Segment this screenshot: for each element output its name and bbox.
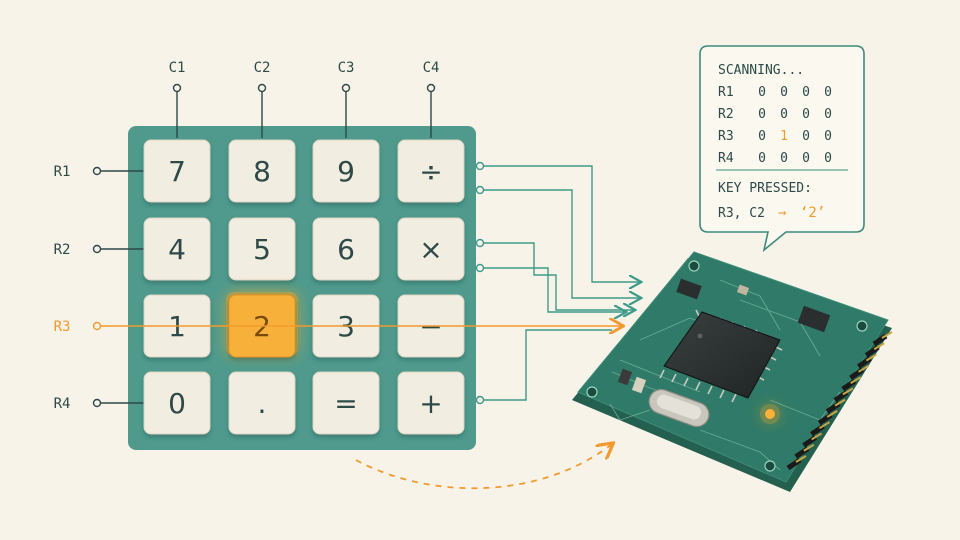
column-label: C2 xyxy=(254,60,271,76)
matrix-cell: 0 xyxy=(802,129,810,144)
header-pins xyxy=(786,331,893,471)
key-2-1[interactable]: 4 xyxy=(143,217,211,281)
key-4-2[interactable]: . xyxy=(228,371,296,435)
matrix-cell: 0 xyxy=(780,85,788,100)
result-value: ‘2’ xyxy=(800,205,825,221)
key-label: ÷ xyxy=(419,155,442,188)
matrix-row-label: R2 xyxy=(718,107,734,122)
matrix-cell: 0 xyxy=(780,107,788,122)
row-label: R3 xyxy=(54,319,71,335)
matrix-cell: 0 xyxy=(758,85,766,100)
key-label: × xyxy=(419,233,442,266)
signal-arc xyxy=(355,444,612,490)
matrix-cell: 0 xyxy=(824,129,832,144)
result-prefix: R3, C2 xyxy=(718,206,765,221)
result-arrow: → xyxy=(778,205,786,221)
scan-title: SCANNING... xyxy=(718,63,804,78)
wire-c3 xyxy=(480,242,634,310)
key-3-2[interactable]: 2 xyxy=(226,292,298,358)
keypad-body xyxy=(128,126,476,450)
key-4-3[interactable]: = xyxy=(312,371,380,435)
microcontroller-board xyxy=(572,251,893,492)
key-label: 4 xyxy=(168,233,186,266)
key-1-1[interactable]: 7 xyxy=(143,139,211,203)
crystal-oscillator xyxy=(648,388,710,428)
row-label: R4 xyxy=(54,396,71,412)
key-4-1[interactable]: 0 xyxy=(143,371,211,435)
wire-c1 xyxy=(480,165,640,282)
key-2-3[interactable]: 6 xyxy=(312,217,380,281)
matrix-cell: 0 xyxy=(824,85,832,100)
key-1-3[interactable]: 9 xyxy=(312,139,380,203)
key-label: . xyxy=(258,387,267,420)
matrix-cell: 0 xyxy=(758,107,766,122)
column-label: C3 xyxy=(338,60,355,76)
key-2-2[interactable]: 5 xyxy=(228,217,296,281)
matrix-cell: 0 xyxy=(802,151,810,166)
matrix-cell: 1 xyxy=(780,129,788,144)
matrix-cell: 0 xyxy=(802,85,810,100)
matrix-cell: 0 xyxy=(780,151,788,166)
matrix-row-label: R1 xyxy=(718,85,734,100)
wire-node xyxy=(475,161,485,171)
key-label: = xyxy=(334,387,357,420)
row-label: R2 xyxy=(54,242,71,258)
key-label: 8 xyxy=(253,155,271,188)
column-label: C1 xyxy=(169,60,186,76)
wire-node xyxy=(475,185,485,195)
matrix-cell: 0 xyxy=(758,129,766,144)
matrix-cell: 0 xyxy=(758,151,766,166)
wire-node xyxy=(475,395,485,405)
key-label: 7 xyxy=(168,155,186,188)
matrix-row-label: R3 xyxy=(718,129,734,144)
matrix-cell: 0 xyxy=(802,107,810,122)
status-led xyxy=(765,409,775,419)
wire-bundle xyxy=(480,165,640,401)
key-pressed-label: KEY PRESSED: xyxy=(718,181,812,196)
key-label: 5 xyxy=(253,233,271,266)
key-label: 9 xyxy=(337,155,355,188)
matrix-cell: 0 xyxy=(824,151,832,166)
mcu-chip xyxy=(659,309,783,403)
column-label: C4 xyxy=(423,60,440,76)
wire-c2 xyxy=(480,189,640,298)
key-label: + xyxy=(419,387,442,420)
key-1-4[interactable]: ÷ xyxy=(397,139,465,203)
matrix-row-label: R4 xyxy=(718,151,734,166)
row-label: R1 xyxy=(54,164,71,180)
key-label: 6 xyxy=(337,233,355,266)
key-label: 0 xyxy=(168,387,186,420)
wire-node xyxy=(475,263,485,273)
wire-r4 xyxy=(480,329,612,401)
wire-c4 xyxy=(480,267,625,312)
matrix-cell: 0 xyxy=(824,107,832,122)
key-2-4[interactable]: × xyxy=(397,217,465,281)
wire-node xyxy=(475,238,485,248)
key-4-4[interactable]: + xyxy=(397,371,465,435)
key-1-2[interactable]: 8 xyxy=(228,139,296,203)
